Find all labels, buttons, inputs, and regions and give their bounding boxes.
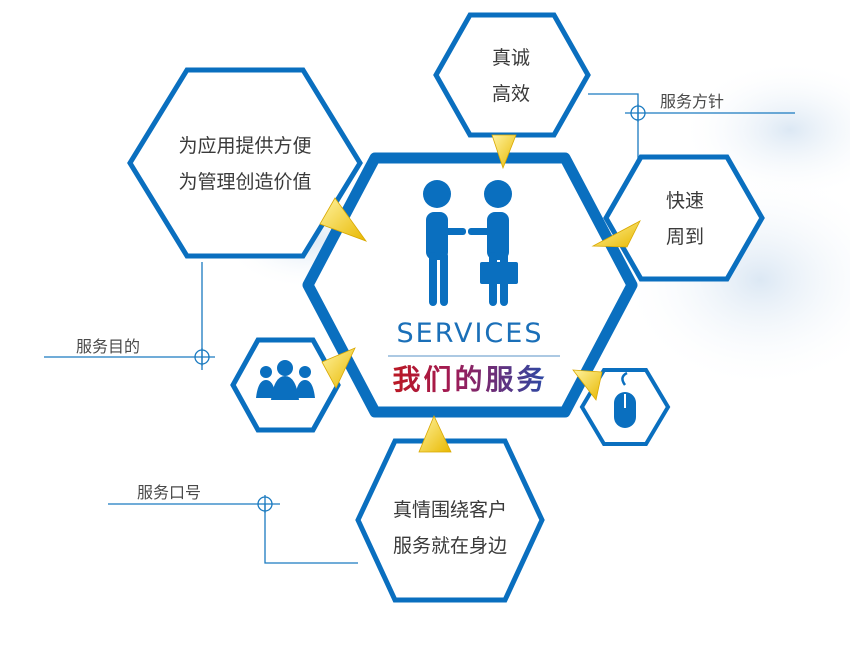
services-title: SERVICES	[396, 318, 544, 349]
hex-left-text: 为应用提供方便 为管理创造价值	[150, 128, 340, 200]
label-service-policy: 服务方针	[660, 92, 725, 111]
arrow-top	[491, 134, 517, 170]
arrow-right	[591, 220, 641, 248]
our-services-title: 我们的服务	[380, 358, 560, 398]
hex-left-line-2: 为管理创造价值	[178, 171, 312, 193]
hex-left	[127, 67, 363, 259]
hex-top-line-2: 高效	[491, 83, 530, 105]
arrow-mouse	[572, 369, 603, 401]
hex-bottom	[355, 438, 545, 603]
hex-top	[433, 12, 591, 138]
hex-right	[603, 154, 765, 282]
mouse-icon	[614, 371, 636, 428]
hex-bottom-line-1: 真情围绕客户	[392, 499, 507, 521]
connector-lines	[44, 93, 795, 564]
arrow-bottom	[418, 415, 452, 453]
hex-top-line-1: 真诚	[491, 47, 530, 69]
people-group-icon	[256, 360, 315, 400]
handshake-icon	[423, 180, 518, 306]
hex-top-text: 真诚 高效	[456, 40, 566, 112]
hex-bottom-line-2: 服务就在身边	[392, 535, 507, 557]
hex-center	[302, 152, 638, 418]
pointer-arrows	[319, 134, 641, 453]
hex-left-line-1: 为应用提供方便	[178, 135, 312, 157]
hex-bottom-text: 真情围绕客户 服务就在身边	[375, 492, 525, 564]
hex-right-line-1: 快速	[665, 190, 704, 212]
label-service-purpose: 服务目的	[76, 337, 141, 356]
arrow-people	[321, 347, 356, 389]
arrow-left	[319, 197, 368, 242]
hex-right-text: 快速 周到	[630, 183, 740, 255]
label-service-slogan: 服务口号	[137, 483, 202, 502]
hex-right-line-2: 周到	[665, 226, 704, 248]
